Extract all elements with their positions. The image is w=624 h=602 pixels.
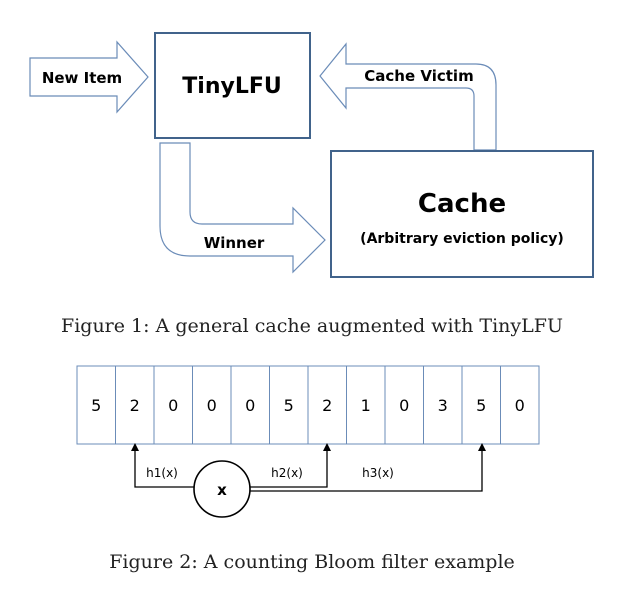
counter-value: 0 xyxy=(399,396,409,415)
tinylfu-box xyxy=(154,32,311,139)
counter-value: 1 xyxy=(361,396,371,415)
counter-cell xyxy=(192,365,232,445)
counter-value: 0 xyxy=(207,396,217,415)
item-circle xyxy=(193,460,251,518)
cache-label: Cache xyxy=(418,189,506,219)
winner-arrow xyxy=(159,142,326,274)
hash1-line xyxy=(134,450,194,488)
hash3-line xyxy=(250,450,483,492)
counter-cell xyxy=(346,365,386,445)
counter-value: 3 xyxy=(438,396,448,415)
counter-array: 5 2 0 0 0 5 2 1 0 3 5 0 xyxy=(76,365,540,445)
figure1-caption: Figure 1: A general cache augmented with… xyxy=(61,315,563,337)
counter-cell xyxy=(76,365,116,445)
counter-value: 0 xyxy=(515,396,525,415)
hash3-arrowhead xyxy=(478,443,486,451)
cache-victim-label: Cache Victim xyxy=(364,67,473,85)
hash2-arrowhead xyxy=(323,443,331,451)
hash1-arrowhead xyxy=(131,443,139,451)
counter-value: 5 xyxy=(91,396,101,415)
counter-value: 2 xyxy=(130,396,140,415)
hash2-line xyxy=(250,450,328,488)
counter-cell xyxy=(115,365,155,445)
cache-sublabel: (Arbitrary eviction policy) xyxy=(360,231,564,247)
new-item-arrow xyxy=(29,40,149,114)
counter-value: 5 xyxy=(284,396,294,415)
counter-cell xyxy=(153,365,193,445)
counter-cell xyxy=(500,365,540,445)
counter-value: 0 xyxy=(168,396,178,415)
figure2-caption: Figure 2: A counting Bloom filter exampl… xyxy=(109,551,515,573)
counter-value: 2 xyxy=(322,396,332,415)
hash1-label: h1(x) xyxy=(146,466,178,480)
counter-value: 0 xyxy=(245,396,255,415)
counter-cell xyxy=(423,365,463,445)
counter-cell xyxy=(230,365,270,445)
item-label: x xyxy=(217,481,227,499)
hash3-label: h3(x) xyxy=(362,466,394,480)
cache-victim-arrow xyxy=(319,42,497,151)
winner-label: Winner xyxy=(204,234,265,252)
new-item-label: New Item xyxy=(42,69,122,87)
tinylfu-label: TinyLFU xyxy=(182,74,281,99)
counter-value: 5 xyxy=(476,396,486,415)
hash2-label: h2(x) xyxy=(271,466,303,480)
cache-box xyxy=(330,150,594,278)
